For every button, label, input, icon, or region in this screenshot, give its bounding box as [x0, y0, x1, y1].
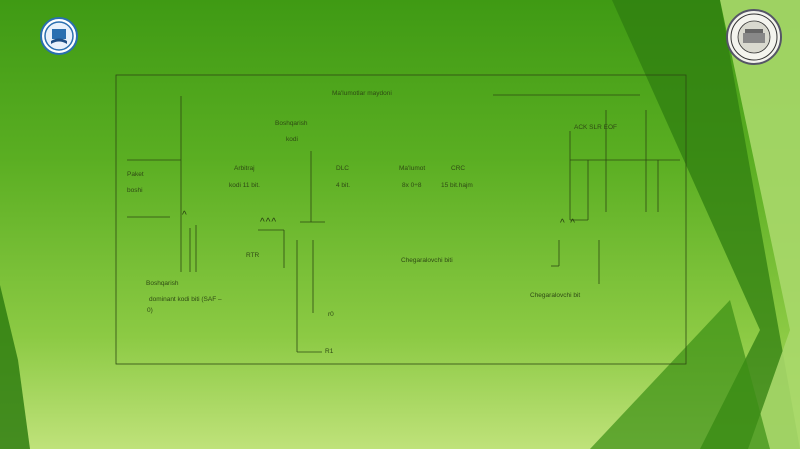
dlc-label-line1: DLC [336, 165, 350, 172]
data-label-line2: 8x 0÷8 [402, 182, 422, 189]
right-logo [726, 9, 782, 65]
sof-label-line1: Paket [127, 171, 144, 178]
r0-label: r0 [328, 311, 334, 318]
sof-marker: ^ [182, 210, 187, 221]
crc-label-line1: CRC [451, 165, 466, 172]
rtr-label: RTR [246, 252, 260, 259]
data-label-line1: Ma'lumot [399, 165, 426, 172]
right-stripe-light [720, 0, 800, 449]
left-stripe [0, 285, 30, 449]
left-logo [40, 17, 78, 55]
identifier-label-line2: kodi [286, 136, 298, 143]
bottom-left-line2: dominant kodi biti (SAF – [149, 296, 222, 303]
delimiter-center-label: Chegaralovchi biti [401, 257, 453, 264]
bottom-left-line3: 0) [147, 307, 153, 314]
bottom-left-line1: Boshqarish [146, 280, 179, 287]
diagram-frame [115, 74, 687, 365]
bottom-right-wedge [590, 300, 770, 449]
university-seal-icon [730, 13, 778, 61]
ack-markers: ^ ^ [560, 218, 575, 229]
identifier-label-line1: Boshqarish [275, 120, 308, 127]
sof-label-line2: boshi [127, 187, 143, 194]
rtr-markers: ^^^ [260, 217, 278, 228]
arbitration-label-line1: Arbitraj [234, 165, 255, 172]
dlc-label-line2: 4 bit. [336, 182, 351, 189]
ack-label: ACK SLR EOF [574, 124, 617, 131]
university-book-emblem-icon [44, 21, 74, 51]
arbitration-label-line2: kodi 11 bit. [229, 182, 260, 189]
r1-label: R1 [325, 348, 334, 355]
crc-label-line2: 15 bit.hajm [441, 182, 473, 189]
data-field-title: Ma'lumotlar maydoni [332, 90, 392, 97]
delimiter-right-label: Chegaralovchi bit [530, 292, 581, 299]
